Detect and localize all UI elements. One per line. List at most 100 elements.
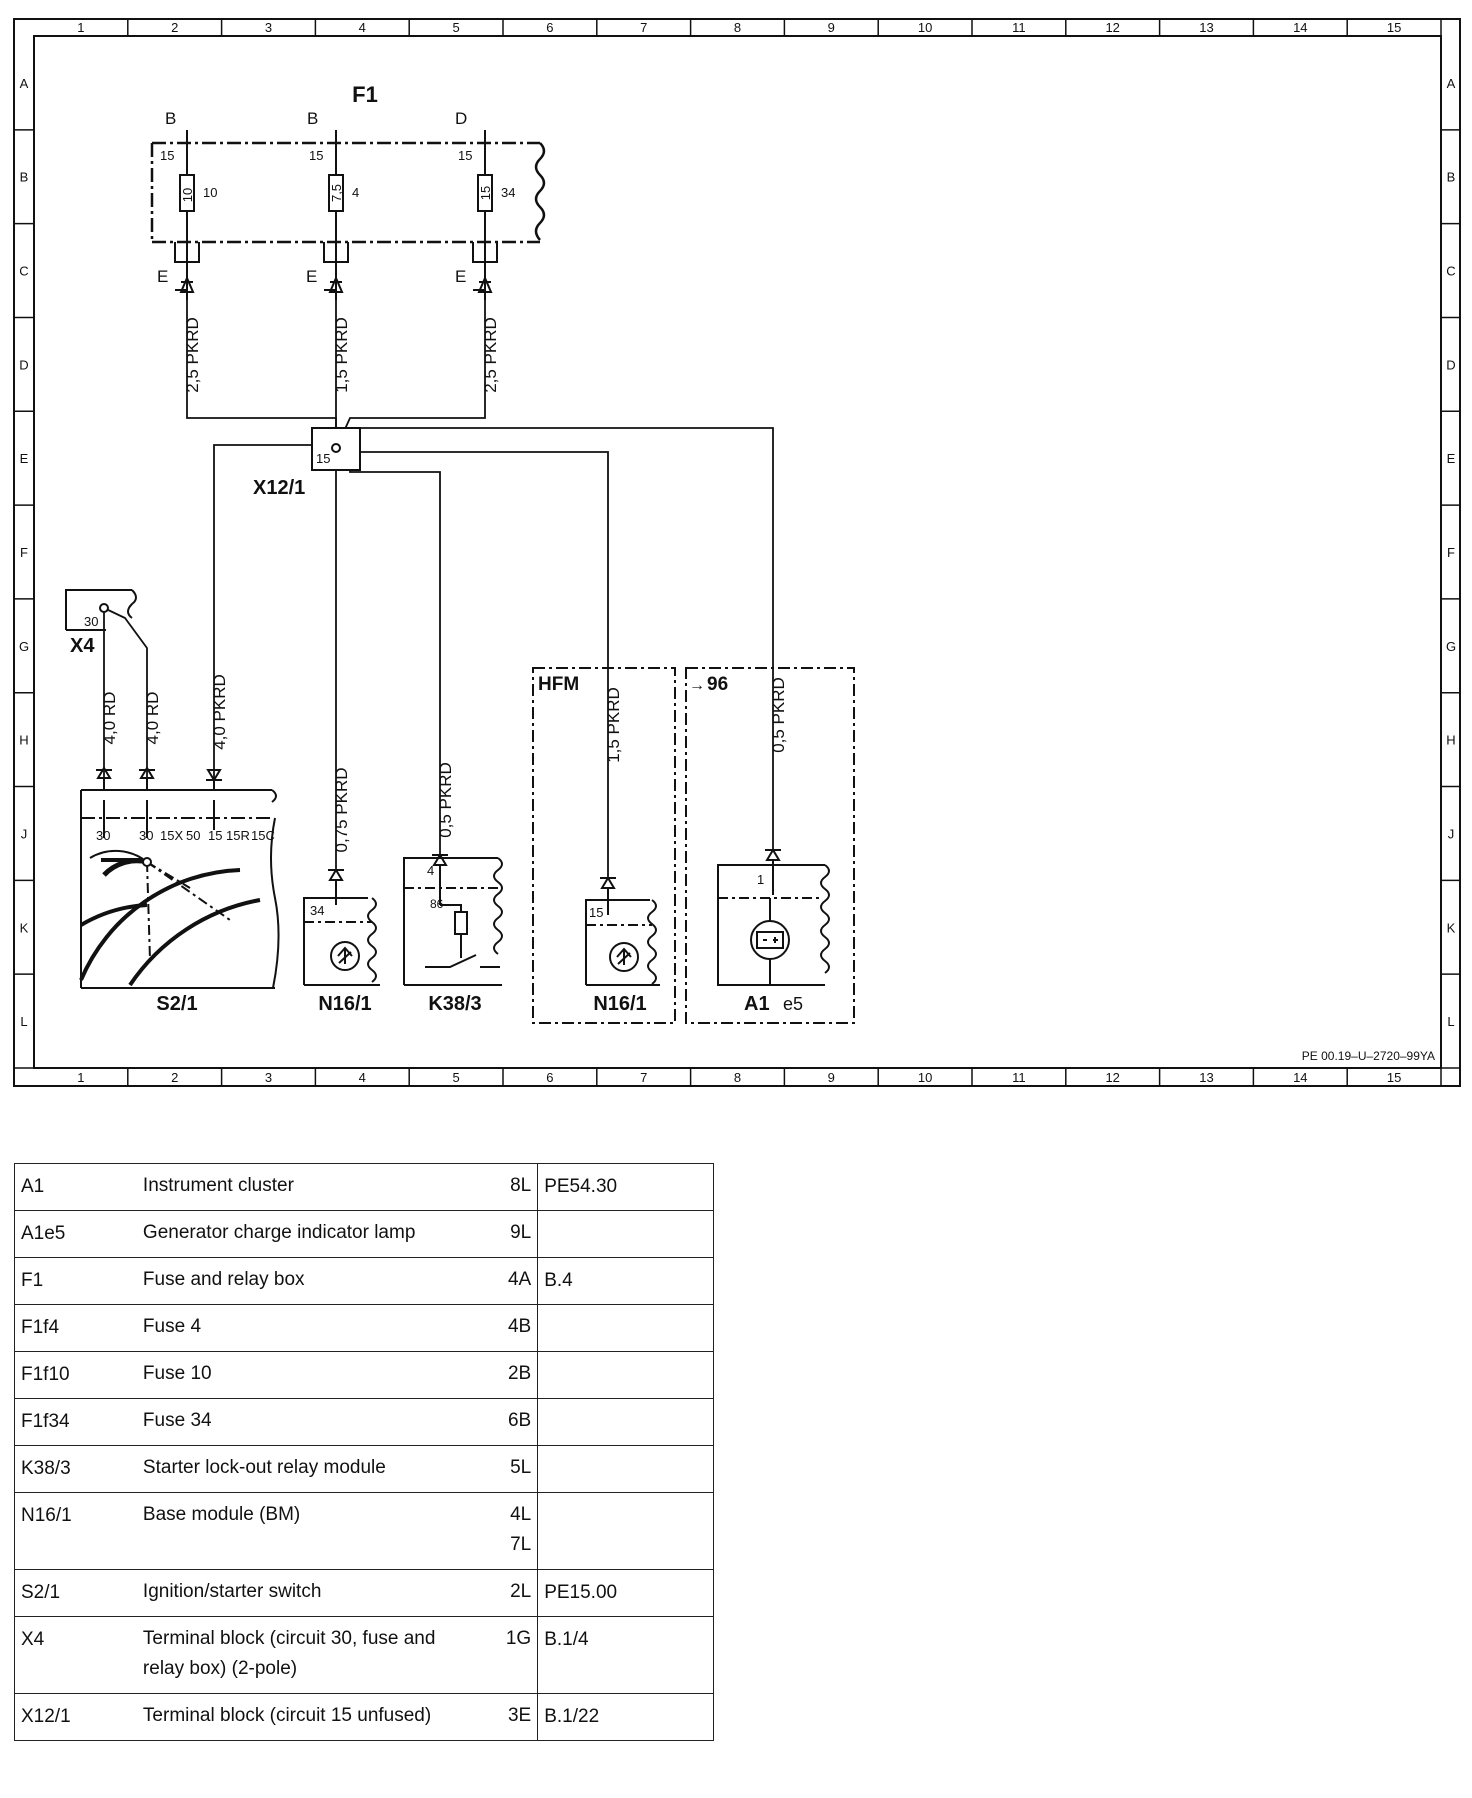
base-module-n16-1-right <box>585 876 660 986</box>
legend-description: Fuse and relay box <box>136 1257 485 1305</box>
grid-row-label: L <box>1447 1014 1454 1029</box>
legend-reference <box>537 1304 714 1352</box>
grid-row-label: F <box>20 545 28 560</box>
grid-row-label: G <box>19 639 29 654</box>
grid-row-label: J <box>21 826 28 841</box>
grid-row-label: C <box>19 264 28 279</box>
grid-column-label: 14 <box>1293 1070 1307 1085</box>
legend-description: Generator charge indicator lamp <box>136 1210 485 1258</box>
k383-label: K38/3 <box>428 993 481 1015</box>
legend-location-value: 4B <box>507 1316 532 1337</box>
legend-code: N16/1 <box>13 1492 137 1570</box>
legend-location-value: 4L <box>510 1504 532 1525</box>
legend-reference <box>537 1492 714 1570</box>
legend-location-value: 5L <box>510 1457 532 1478</box>
fuse2-term: 15 <box>309 148 323 163</box>
wire-label-1: 2,5 PKRD <box>183 317 202 393</box>
legend-code: S2/1 <box>13 1569 137 1617</box>
k383-term-top: 4 <box>427 863 434 878</box>
grid-row-label: J <box>1448 826 1455 841</box>
x12-label: X12/1 <box>253 477 305 499</box>
fuse2-value: 7,5 <box>329 184 344 202</box>
grid-column-label: 9 <box>828 20 835 35</box>
grid-column-label: 6 <box>546 1070 553 1085</box>
legend-description: Instrument cluster <box>136 1163 485 1211</box>
grid-column-label: 1 <box>77 1070 84 1085</box>
legend-reference <box>537 1351 714 1399</box>
fuse-f1f4 <box>323 130 349 300</box>
grid-column-label: 13 <box>1199 20 1213 35</box>
drawing-number: PE 00.19–U–2720–99YA <box>1302 1049 1435 1063</box>
legend-location-value: 2L <box>510 1581 532 1602</box>
wire-label-5: 4,0 RD <box>143 692 162 745</box>
relay-module-k38-3 <box>403 853 503 986</box>
x4-label: X4 <box>70 635 95 657</box>
wiring <box>103 300 774 878</box>
grid-row-label: L <box>20 1014 27 1029</box>
legend-description: Terminal block (circuit 30, fuse and rel… <box>136 1616 485 1694</box>
legend-location-value: 7L <box>510 1534 532 1555</box>
grid-column-labels: 1122334455667788991010111112121313141415… <box>77 19 1442 1086</box>
fuse3-conn: D <box>455 109 467 128</box>
s21-term-4: 15 <box>208 828 222 843</box>
legend-location-value: 2B <box>507 1363 532 1384</box>
fuse3-out: E <box>455 267 466 286</box>
fuse2-num: 4 <box>352 185 359 200</box>
grid-column-label: 12 <box>1105 20 1119 35</box>
fuse1-value: 10 <box>180 188 195 202</box>
e5-label: e5 <box>783 994 803 1014</box>
legend-reference: B.1/4 <box>537 1616 714 1694</box>
fuse-box-f1 <box>150 141 546 244</box>
terminal-block-x4 <box>65 589 137 631</box>
legend-location: 2B <box>484 1351 539 1399</box>
fuse1-num: 10 <box>203 185 217 200</box>
n161b-term: 15 <box>589 905 603 920</box>
n161a-term: 34 <box>310 903 324 918</box>
legend-description: Base module (BM) <box>136 1492 485 1570</box>
hfm-box <box>532 667 855 1024</box>
a1-label: A1 <box>744 993 770 1015</box>
ref96-label: 96 <box>707 674 728 695</box>
ref-arrow: → <box>689 677 705 694</box>
fuse1-out: E <box>157 267 168 286</box>
s21-term-2: 15X <box>160 828 183 843</box>
legend-reference <box>537 1210 714 1258</box>
grid-row-label: K <box>20 920 29 935</box>
grid-row-label: H <box>19 733 28 748</box>
wire-label-2: 1,5 PKRD <box>332 317 351 393</box>
legend-code: K38/3 <box>13 1445 137 1493</box>
grid-row-label: G <box>1446 639 1456 654</box>
legend-location-value: 3E <box>507 1705 532 1726</box>
grid-column-label: 3 <box>265 20 272 35</box>
legend-reference: PE15.00 <box>537 1569 714 1617</box>
grid-column-label: 14 <box>1293 20 1307 35</box>
legend-location: 4B <box>484 1304 539 1352</box>
s21-term-3: 50 <box>186 828 200 843</box>
legend-location: 3E <box>484 1693 539 1741</box>
fuse1-term: 15 <box>160 148 174 163</box>
grid-column-label: 8 <box>734 1070 741 1085</box>
grid-row-label: E <box>20 451 29 466</box>
legend-description: Ignition/starter switch <box>136 1569 485 1617</box>
grid-row-label: B <box>1447 170 1456 185</box>
wire-label-6: 4,0 PKRD <box>210 674 229 750</box>
wire-label-3: 2,5 PKRD <box>481 317 500 393</box>
legend-location: 5L <box>484 1445 539 1493</box>
grid-column-label: 6 <box>546 20 553 35</box>
grid-row-label: K <box>1447 920 1456 935</box>
legend-description: Fuse 10 <box>136 1351 485 1399</box>
legend-location: 6B <box>484 1398 539 1446</box>
fuse-f1f34 <box>472 130 498 300</box>
legend-description: Fuse 4 <box>136 1304 485 1352</box>
grid-row-label: H <box>1446 733 1455 748</box>
s21-term-1: 30 <box>139 828 153 843</box>
legend-reference: B.1/22 <box>537 1693 714 1741</box>
legend-code: A1 <box>13 1163 137 1211</box>
